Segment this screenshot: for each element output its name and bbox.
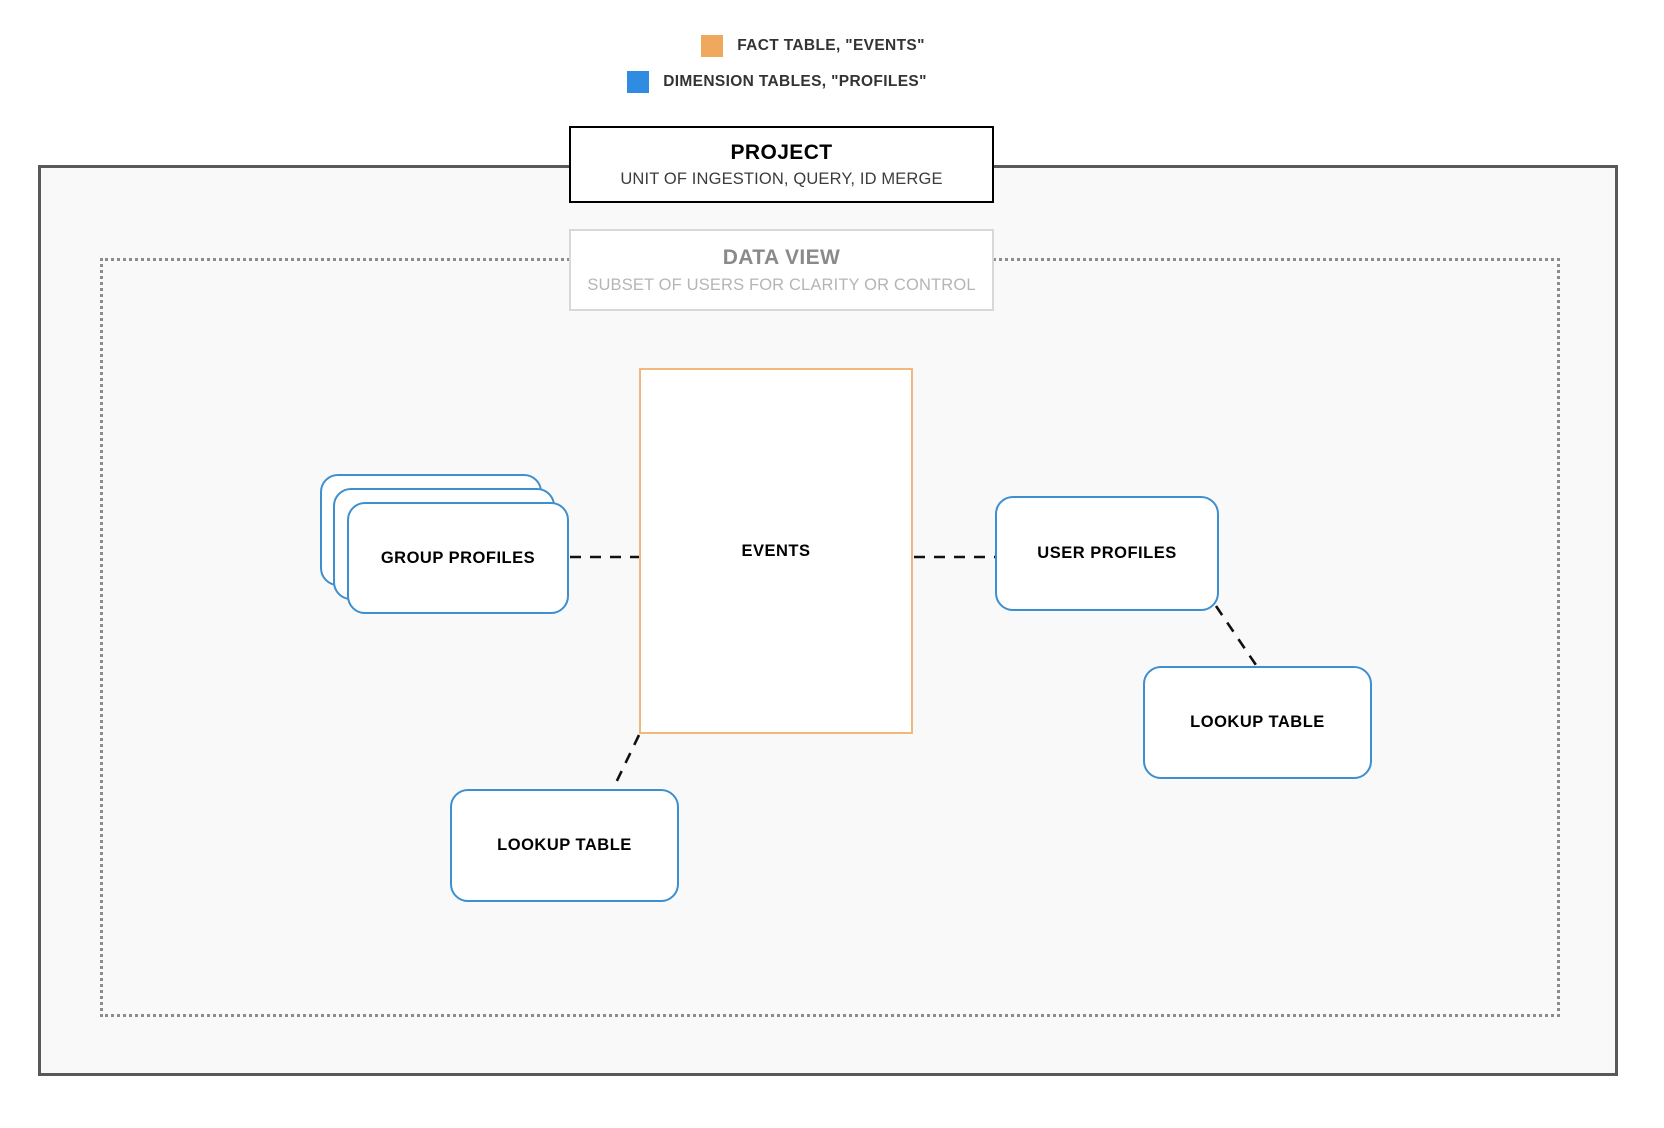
project-subtitle: UNIT OF INGESTION, QUERY, ID MERGE xyxy=(620,169,943,188)
legend-label-dimension-tables: DIMENSION TABLES, "PROFILES" xyxy=(663,73,927,90)
node-label-lookup-table-left: LOOKUP TABLE xyxy=(497,836,632,854)
node-events[interactable]: EVENTS xyxy=(639,368,913,734)
node-label-lookup-table-right: LOOKUP TABLE xyxy=(1190,713,1325,731)
node-label-user-profiles: USER PROFILES xyxy=(1037,544,1177,562)
node-group-profiles[interactable]: GROUP PROFILES xyxy=(347,502,569,614)
data-view-box: DATA VIEW SUBSET OF USERS FOR CLARITY OR… xyxy=(569,229,994,311)
node-label-events: EVENTS xyxy=(741,541,811,560)
node-label-group-profiles: GROUP PROFILES xyxy=(380,548,536,567)
project-title: PROJECT xyxy=(730,140,833,164)
legend: FACT TABLE, "EVENTS" DIMENSION TABLES, "… xyxy=(0,28,1664,100)
legend-item-fact-table: FACT TABLE, "EVENTS" xyxy=(0,28,1664,64)
square-swatch-icon xyxy=(627,71,650,93)
data-view-title: DATA VIEW xyxy=(722,245,841,269)
square-swatch-icon xyxy=(701,35,724,57)
node-lookup-table-right[interactable]: LOOKUP TABLE xyxy=(1143,666,1372,779)
node-user-profiles[interactable]: USER PROFILES xyxy=(995,496,1219,611)
node-lookup-table-left[interactable]: LOOKUP TABLE xyxy=(450,789,679,902)
legend-item-dimension-tables: DIMENSION TABLES, "PROFILES" xyxy=(0,64,1664,100)
data-view-subtitle: SUBSET OF USERS FOR CLARITY OR CONTROL xyxy=(587,275,976,294)
legend-label-fact-table: FACT TABLE, "EVENTS" xyxy=(737,37,925,54)
project-box: PROJECT UNIT OF INGESTION, QUERY, ID MER… xyxy=(569,126,994,203)
